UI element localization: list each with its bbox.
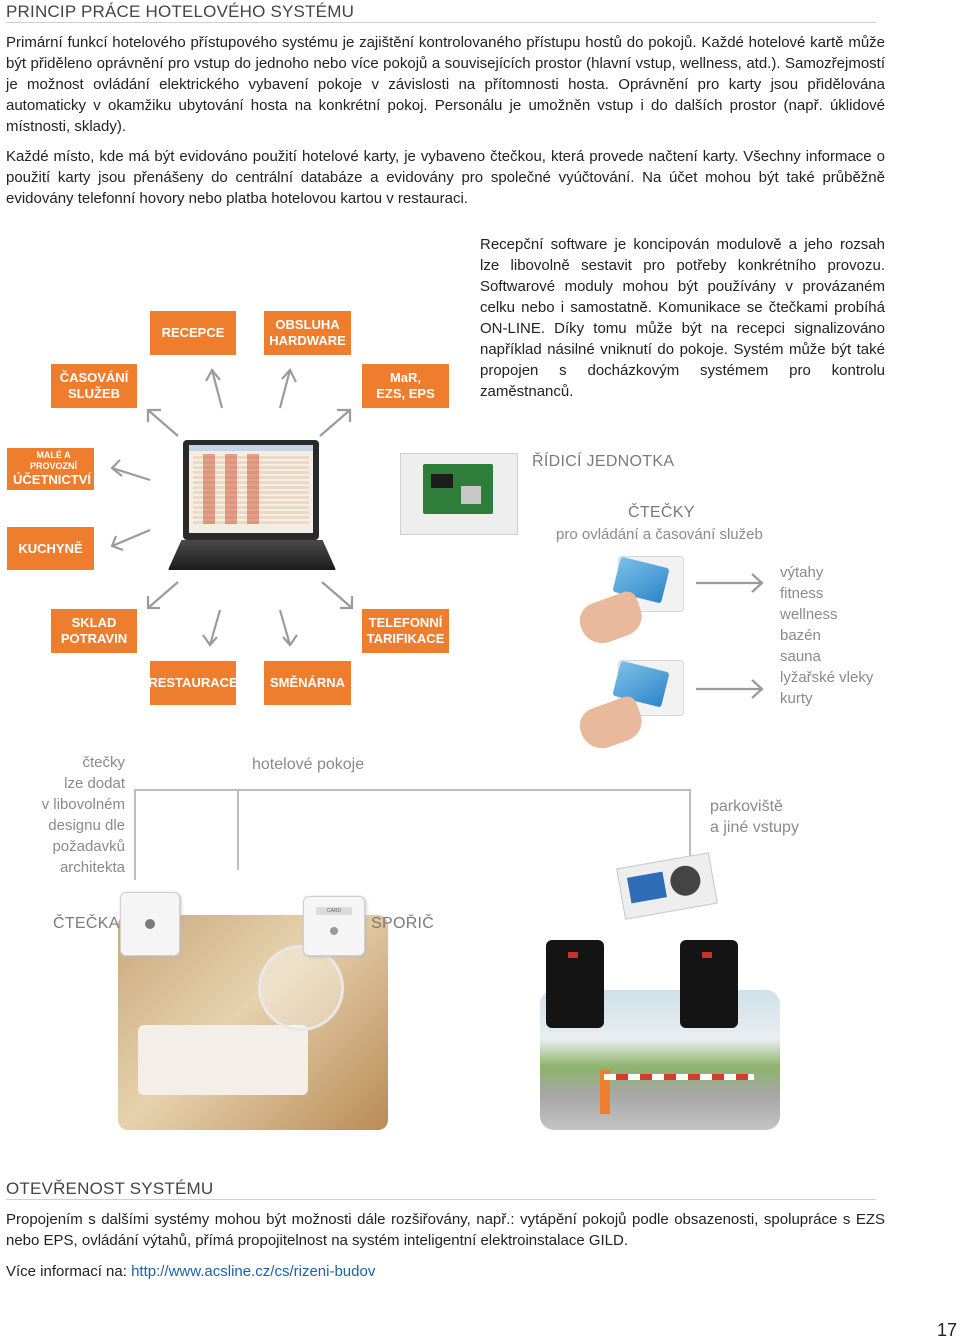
service-item: bazén	[780, 627, 821, 644]
ctecka-label: ČTEČKA	[53, 915, 120, 932]
arrow-to-kuchyne	[110, 528, 151, 552]
service-item: fitness	[780, 585, 824, 602]
more-info: Více informací na: http://www.acsline.cz…	[6, 1263, 376, 1280]
service-item: výtahy	[780, 564, 824, 581]
heading-divider-2	[6, 1199, 876, 1200]
arrow-to-telefonni	[321, 581, 354, 610]
laptop-screen-frame	[183, 440, 319, 540]
arrow-to-casovani	[146, 408, 179, 437]
laptop-screen	[189, 445, 313, 533]
arrow-to-obsluha	[278, 368, 297, 409]
arrow-to-mar	[319, 408, 352, 437]
zoom-circle	[258, 945, 344, 1031]
heading-divider	[6, 22, 876, 23]
intro-paragraph: Primární funkcí hotelového přístupového …	[6, 34, 885, 135]
section-heading-otevrenost: OTEVŘENOST SYSTÉMU	[6, 1179, 214, 1198]
sporic-label: SPOŘIČ	[371, 915, 435, 932]
module-mar-ezs-eps: MaR,EZS, EPS	[362, 364, 449, 408]
page-number: 17	[937, 1320, 958, 1340]
arrow-to-sklad	[146, 581, 179, 610]
arrow-to-services-2	[696, 679, 764, 699]
ctecky-title: ČTEČKY	[628, 504, 695, 521]
software-grid	[193, 454, 309, 524]
module-ucetnictvi: MALÉ A PROVOZNÍ ÚČETNICTVÍ	[7, 448, 94, 490]
parking-reader-1	[546, 940, 604, 1028]
services-list: výtahy fitness wellness bazén sauna lyža…	[780, 562, 873, 709]
module-arrows	[110, 368, 764, 699]
service-item: sauna	[780, 648, 821, 665]
energy-saver-device: CARD	[303, 896, 365, 956]
arrow-to-ucetnictvi	[110, 459, 151, 482]
readers-note: čtečky lze dodat v libovolném designu dl…	[41, 754, 125, 876]
arrow-to-recepce	[205, 368, 224, 409]
openness-paragraph: Propojením s dalšími systémy mohou být m…	[6, 1211, 885, 1249]
arrow-to-services-1	[696, 573, 764, 593]
service-item: wellness	[780, 606, 838, 623]
more-info-link[interactable]: http://www.acsline.cz/cs/rizeni-budov	[131, 1263, 376, 1280]
arrow-to-smenarna	[278, 609, 298, 647]
parking-reader-2	[680, 940, 738, 1028]
module-kuchyne: KUCHYNĚ	[7, 527, 94, 570]
hotel-rooms-label: hotelové pokoje	[252, 756, 365, 773]
service-item: lyžařské vleky	[780, 669, 874, 686]
service-item: kurty	[780, 690, 813, 707]
section-heading-princip: PRINCIP PRÁCE HOTELOVÉHO SYSTÉMU	[6, 2, 355, 21]
arrow-to-restaurace	[202, 609, 222, 647]
module-smenarna: SMĚNÁRNA	[264, 661, 351, 705]
module-restaurace: RESTAURACE	[148, 661, 238, 705]
module-recepce: RECEPCE	[150, 311, 236, 355]
ridici-jednotka-label: ŘÍDICÍ JEDNOTKA	[532, 453, 675, 470]
ctecky-subtitle: pro ovládání a časování služeb	[556, 526, 763, 543]
software-description: Recepční software je koncipován modulově…	[480, 236, 885, 400]
control-unit-image	[400, 453, 518, 535]
door-reader-device	[120, 892, 180, 956]
reader-paragraph: Každé místo, kde má být evidováno použit…	[6, 148, 885, 207]
parking-label: parkoviště a jiné vstupy	[710, 798, 799, 836]
laptop-keyboard	[168, 540, 336, 570]
